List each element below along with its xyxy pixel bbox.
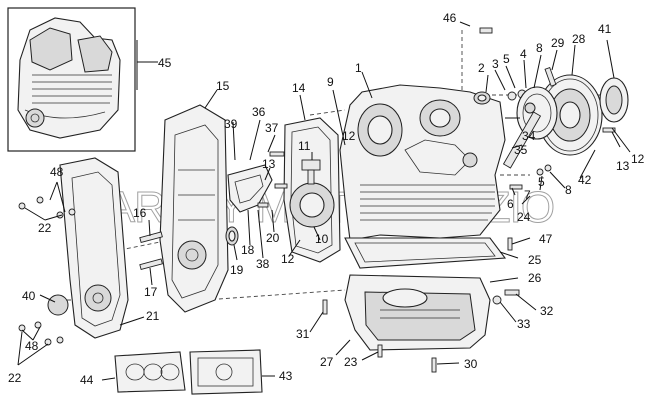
bearing-housing — [289, 159, 335, 228]
leader-lines — [17, 21, 631, 381]
callout-30: 30 — [464, 357, 478, 371]
callout-numbers: 1 2 3 4 5 8 46 28 29 41 9 14 15 36 39 37… — [8, 11, 645, 387]
callout-5-lower: 5 — [538, 175, 545, 189]
callout-31: 31 — [296, 327, 310, 341]
callout-43: 43 — [279, 369, 293, 383]
callout-24: 24 — [517, 210, 531, 224]
callout-48-bottom: 48 — [25, 339, 39, 353]
callout-28: 28 — [572, 32, 586, 46]
bolts — [18, 27, 616, 373]
callout-12: 12 — [281, 252, 295, 266]
callout-32: 32 — [540, 304, 554, 318]
callout-37: 37 — [265, 121, 279, 135]
callout-36: 36 — [252, 105, 266, 119]
callout-12-mid: 12 — [342, 129, 356, 143]
outer-cover — [59, 157, 129, 339]
callout-44: 44 — [80, 373, 94, 387]
callout-22-top: 22 — [38, 221, 52, 235]
callout-26: 26 — [528, 271, 542, 285]
timing-cover — [159, 104, 229, 313]
callout-19: 19 — [230, 263, 244, 277]
callout-1: 1 — [355, 61, 362, 75]
callout-20: 20 — [266, 231, 280, 245]
callout-25: 25 — [528, 253, 542, 267]
callout-13: 13 — [262, 157, 276, 171]
callout-33: 33 — [517, 317, 531, 331]
gasket-kits — [114, 349, 263, 395]
callout-3: 3 — [492, 57, 499, 71]
engine-inset — [7, 7, 136, 152]
callout-40: 40 — [22, 289, 36, 303]
callout-11: 11 — [298, 139, 311, 153]
oil-sump — [344, 237, 507, 351]
crankcase — [339, 84, 506, 241]
callout-2: 2 — [478, 61, 485, 75]
callout-22-bottom: 22 — [8, 371, 22, 385]
callout-13-right: 13 — [616, 159, 630, 173]
callout-47: 47 — [539, 232, 553, 246]
callout-21: 21 — [146, 309, 160, 323]
callout-17: 17 — [144, 285, 158, 299]
callout-8-lower: 8 — [565, 183, 572, 197]
callout-46: 46 — [443, 11, 457, 25]
callout-23: 23 — [344, 355, 358, 369]
callout-18: 18 — [241, 243, 255, 257]
callout-9: 9 — [327, 75, 334, 89]
callout-7: 7 — [524, 188, 531, 202]
callout-35: 35 — [514, 143, 528, 157]
callout-45: 45 — [158, 56, 172, 70]
callout-15: 15 — [216, 79, 230, 93]
dipstick-tube — [502, 102, 542, 169]
callout-14: 14 — [292, 81, 306, 95]
seal-ring — [225, 226, 239, 246]
callout-48-top: 48 — [50, 165, 64, 179]
callout-6: 6 — [507, 197, 514, 211]
callout-16: 16 — [133, 206, 147, 220]
callout-39: 39 — [224, 117, 238, 131]
callout-4: 4 — [520, 47, 527, 61]
callout-12-right: 12 — [631, 152, 645, 166]
callout-38: 38 — [256, 257, 270, 271]
callout-41: 41 — [598, 22, 612, 36]
callout-27: 27 — [320, 355, 334, 369]
callout-8: 8 — [536, 41, 543, 55]
callout-5: 5 — [503, 52, 510, 66]
callout-10: 10 — [315, 232, 329, 246]
callout-34: 34 — [522, 129, 536, 143]
callout-29: 29 — [551, 36, 565, 50]
callout-42: 42 — [578, 173, 592, 187]
